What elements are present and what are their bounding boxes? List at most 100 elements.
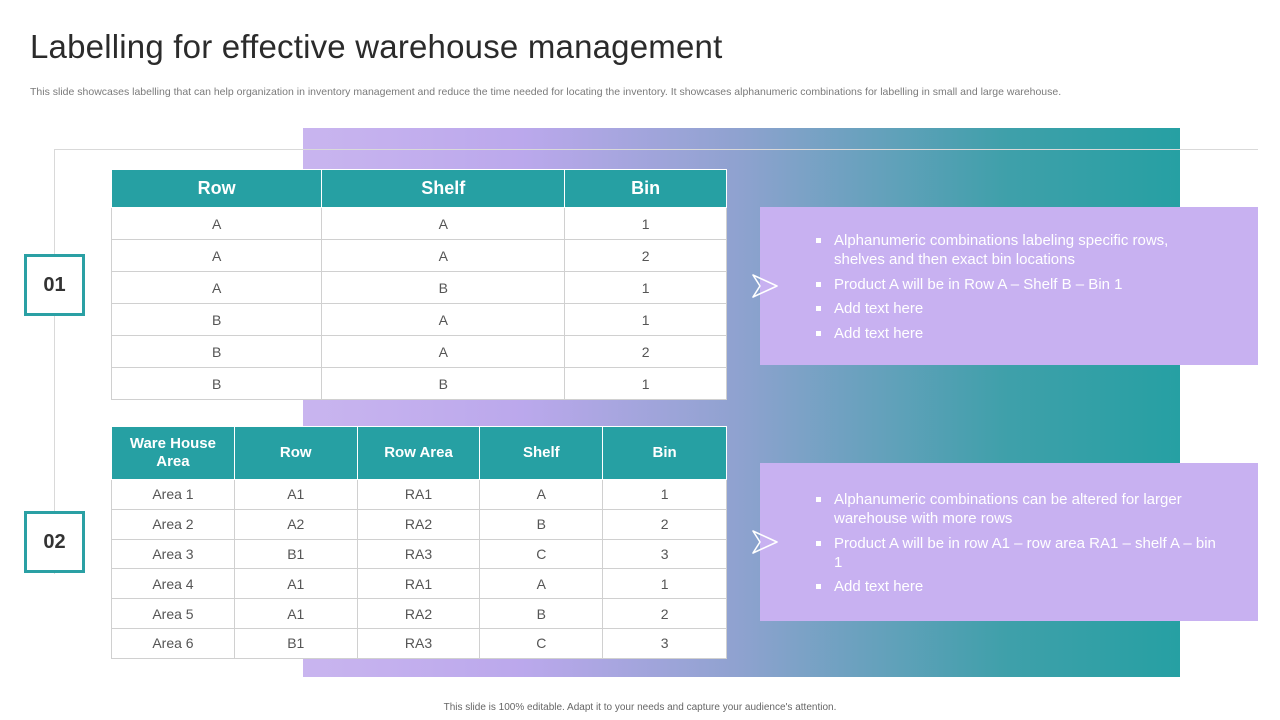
table-cell: A bbox=[321, 335, 566, 368]
section-number-01: 01 bbox=[24, 254, 85, 316]
list-item: Add text here bbox=[816, 299, 1218, 318]
bullet-list: Alphanumeric combinations labeling speci… bbox=[816, 231, 1218, 348]
table-row: A B 1 bbox=[110, 271, 727, 304]
table-row: Area 1 A1 RA1 A 1 bbox=[111, 479, 727, 510]
table-cell: Area 1 bbox=[111, 479, 235, 510]
table-cell: B bbox=[479, 598, 604, 629]
table-cell: A1 bbox=[233, 598, 358, 629]
large-warehouse-table: Ware House Area Row Row Area Shelf Bin A… bbox=[111, 426, 727, 659]
square-bullet-icon bbox=[816, 238, 821, 243]
square-bullet-icon bbox=[816, 584, 821, 589]
table-cell: 2 bbox=[564, 239, 727, 272]
table-cell: C bbox=[479, 627, 604, 659]
footer-note: This slide is 100% editable. Adapt it to… bbox=[443, 702, 837, 713]
list-item: Alphanumeric combinations labeling speci… bbox=[816, 231, 1218, 269]
square-bullet-icon bbox=[816, 281, 821, 287]
table-cell: A bbox=[110, 239, 323, 272]
table-cell: Area 4 bbox=[111, 568, 235, 600]
square-bullet-icon bbox=[816, 497, 821, 502]
table-row: A A 2 bbox=[110, 239, 727, 272]
table-row: Area 3 B1 RA3 C 3 bbox=[111, 538, 727, 570]
bullet-text: Product A will be in Row A – Shelf B – B… bbox=[834, 275, 1123, 293]
table-cell: A bbox=[321, 239, 566, 272]
column-header-warehouse-area: Ware House Area bbox=[111, 426, 235, 480]
list-item: Product A will be in Row A – Shelf B – B… bbox=[816, 275, 1218, 294]
table-cell: 2 bbox=[602, 598, 727, 629]
small-warehouse-table: Row Shelf Bin A A 1 A A 2 A B 1 B A 1 B … bbox=[110, 169, 727, 400]
table-cell: A1 bbox=[233, 568, 358, 600]
arrowhead-outline-icon bbox=[752, 530, 778, 554]
square-bullet-icon bbox=[816, 330, 821, 336]
table-cell: 1 bbox=[564, 367, 727, 400]
table-row: B A 1 bbox=[110, 303, 727, 336]
bullet-text: Add text here bbox=[834, 324, 924, 342]
table-cell: 3 bbox=[602, 627, 727, 659]
bullet-text: Alphanumeric combinations labeling speci… bbox=[834, 232, 1169, 268]
table-row: Area 2 A2 RA2 B 2 bbox=[111, 508, 727, 540]
column-header-row: Row bbox=[233, 426, 358, 480]
table-cell: A1 bbox=[233, 479, 358, 510]
table-header-row: Row Shelf Bin bbox=[110, 169, 727, 208]
table-cell: B bbox=[321, 271, 566, 304]
list-item: Product A will be in row A1 – row area R… bbox=[816, 534, 1218, 572]
table-cell: B bbox=[479, 508, 604, 540]
table-cell: A bbox=[479, 568, 604, 600]
table-cell: 1 bbox=[564, 303, 727, 336]
table-cell: A bbox=[321, 303, 566, 336]
table-cell: Area 3 bbox=[111, 538, 235, 570]
table-row: Area 4 A1 RA1 A 1 bbox=[111, 568, 727, 600]
table-cell: 1 bbox=[564, 207, 727, 240]
table-cell: RA2 bbox=[356, 598, 481, 629]
table-cell: B1 bbox=[233, 627, 358, 659]
table-cell: RA1 bbox=[356, 568, 481, 600]
section-number-02: 02 bbox=[24, 511, 85, 573]
table-row: B A 2 bbox=[110, 335, 727, 368]
column-header-bin: Bin bbox=[564, 169, 727, 208]
bullet-text: Add text here bbox=[834, 578, 924, 595]
table-cell: A bbox=[110, 271, 323, 304]
table-cell: Area 6 bbox=[111, 627, 235, 659]
list-item: Add text here bbox=[816, 324, 1218, 343]
table-cell: 1 bbox=[602, 568, 727, 600]
table-cell: A bbox=[110, 207, 323, 240]
square-bullet-icon bbox=[816, 306, 821, 311]
column-header-bin: Bin bbox=[602, 426, 727, 480]
table-cell: Area 5 bbox=[111, 598, 235, 629]
table-cell: A2 bbox=[233, 508, 358, 540]
square-bullet-icon bbox=[816, 540, 821, 546]
table-row: Area 5 A1 RA2 B 2 bbox=[111, 598, 727, 629]
table-cell: RA1 bbox=[356, 479, 481, 510]
bullet-text: Add text here bbox=[834, 300, 924, 317]
info-card-02: Alphanumeric combinations can be altered… bbox=[760, 463, 1258, 621]
table-cell: 2 bbox=[602, 508, 727, 540]
bullet-text: Product A will be in row A1 – row area R… bbox=[834, 534, 1216, 571]
table-row: Area 6 B1 RA3 C 3 bbox=[111, 627, 727, 659]
column-header-row-area: Row Area bbox=[356, 426, 481, 480]
table-cell: C bbox=[479, 538, 604, 570]
table-cell: B bbox=[110, 303, 323, 336]
table-cell: RA2 bbox=[356, 508, 481, 540]
table-cell: A bbox=[321, 207, 566, 240]
table-cell: Area 2 bbox=[111, 508, 235, 540]
table-row: B B 1 bbox=[110, 367, 727, 400]
table-cell: B bbox=[110, 335, 323, 368]
column-header-shelf: Shelf bbox=[479, 426, 604, 480]
table-row: A A 1 bbox=[110, 207, 727, 240]
bullet-list: Alphanumeric combinations can be altered… bbox=[816, 490, 1218, 602]
table-cell: 1 bbox=[602, 479, 727, 510]
column-header-row: Row bbox=[110, 169, 323, 208]
table-header-row: Ware House Area Row Row Area Shelf Bin bbox=[111, 426, 727, 480]
table-cell: A bbox=[479, 479, 604, 510]
arrowhead-outline-icon bbox=[752, 274, 778, 298]
list-item: Add text here bbox=[816, 577, 1218, 596]
table-cell: RA3 bbox=[356, 538, 481, 570]
table-cell: 1 bbox=[564, 271, 727, 304]
table-cell: 2 bbox=[564, 335, 727, 368]
table-cell: B bbox=[110, 367, 323, 400]
column-header-shelf: Shelf bbox=[321, 169, 566, 208]
table-cell: B1 bbox=[233, 538, 358, 570]
list-item: Alphanumeric combinations can be altered… bbox=[816, 490, 1218, 528]
page-title: Labelling for effective warehouse manage… bbox=[30, 28, 723, 65]
connector-line-vertical bbox=[54, 149, 55, 574]
connector-line-horizontal bbox=[54, 149, 1258, 150]
